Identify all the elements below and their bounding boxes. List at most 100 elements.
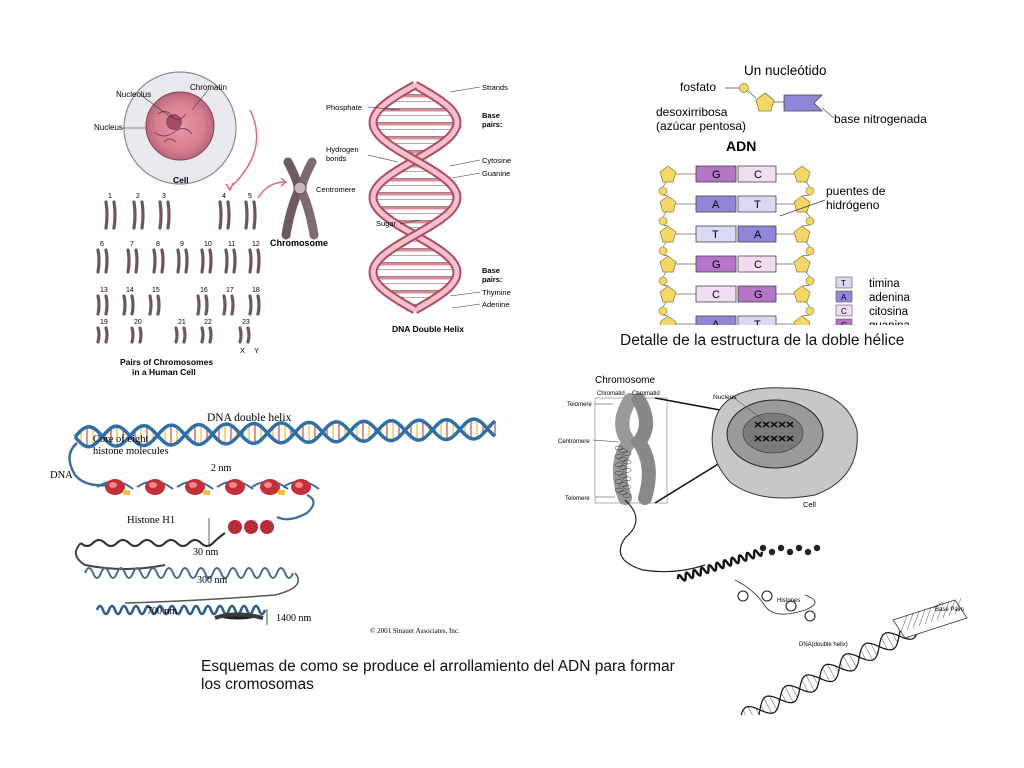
legend-letter: C (841, 307, 847, 316)
chromosome-pair (132, 200, 137, 230)
chromosome-pair (96, 248, 101, 274)
legend-letter: A (841, 293, 847, 302)
karyotype-title-1: Pairs of Chromosomes (120, 357, 213, 367)
helix-strand (719, 610, 942, 715)
chromosome-pair (208, 248, 213, 274)
base-left (695, 255, 737, 273)
phosphate-left (658, 306, 668, 316)
nucleotide-diagram: Un nucleótido fosfato desoxirribosa (azú… (656, 63, 927, 325)
solenoid-bead (768, 548, 776, 556)
helix-base-pair (801, 679, 809, 692)
chromosome-number: 17 (226, 287, 234, 294)
backbone-link (805, 181, 811, 188)
nucleosome-highlight (189, 482, 197, 488)
helix-base-pair (840, 662, 845, 670)
dna-double-helix-label: DNA Double Helix (392, 324, 464, 334)
coiled-fiber (676, 549, 763, 582)
histone-bead (761, 590, 773, 602)
chromosome-number: 9 (180, 241, 184, 248)
leader-line (932, 601, 944, 609)
core-label-1: Core of eight (93, 434, 148, 445)
fiber-link (124, 572, 299, 604)
two-nm-label: 2 nm (211, 463, 232, 474)
nucleus-chromosome (762, 421, 770, 428)
base-right (737, 195, 777, 213)
chromosome-pair (224, 248, 229, 274)
thymine-label: Thymine (482, 288, 511, 297)
dna-strand-highlight (370, 82, 460, 313)
base-letter-right: G (754, 289, 763, 301)
base-left (695, 165, 737, 183)
chromosome-pair (244, 200, 249, 230)
backbone-link (662, 271, 667, 278)
legend-label: adenina (869, 292, 911, 304)
helix-base-pair (784, 686, 794, 703)
chromosome-pair (130, 326, 135, 344)
base-nitrogenada-label: base nitrogenada (834, 112, 927, 126)
backbone-link (801, 284, 811, 287)
fiber-link (276, 494, 315, 521)
cell-drawing (123, 71, 237, 185)
karyotype-title-2: in a Human Cell (132, 367, 196, 377)
chromosome-pair (130, 294, 135, 316)
three-hundred-nm-fiber (84, 567, 294, 579)
sugar-pentagon-right (793, 195, 811, 213)
base-right (737, 165, 777, 183)
chromosome-number: 21 (178, 319, 186, 326)
chromosome-pair (252, 200, 257, 230)
histones-label: Histones (777, 598, 800, 604)
legend-label: timina (869, 278, 900, 290)
base-letter-left: C (712, 289, 720, 301)
chromosome-number: 22 (204, 319, 212, 326)
nucleus-chromosome (778, 421, 786, 428)
base-letter-right: C (754, 259, 762, 271)
dna-strand (68, 442, 108, 487)
backbone-link (662, 211, 667, 218)
chromosome-pair (230, 294, 235, 316)
helix-base-pair (881, 637, 888, 650)
backbone-link (801, 314, 811, 317)
genome-diagram: Nucleolus Chromatin Nucleus Cell Centrom… (94, 71, 511, 377)
leader-line (449, 159, 481, 167)
chromosome-pair (232, 248, 237, 274)
chromosome-structure-diagram: Chromosome Chromatid Chromatid Telomere … (558, 375, 968, 715)
sugar-pentagon-right (793, 285, 811, 303)
phosphate-left (658, 186, 668, 196)
adn-title: ADN (726, 138, 756, 154)
ribbon-base-pair (906, 613, 914, 631)
dna-label: DNA (50, 470, 73, 481)
nucleus-chromosome (786, 421, 794, 428)
base-left (695, 285, 737, 303)
chromosome-number: 11 (228, 241, 235, 248)
histone-h1 (123, 490, 130, 495)
ribbon-base-pair (930, 605, 938, 623)
helix-base-pair (827, 664, 836, 680)
chromosome-pair (166, 200, 171, 230)
nucleus-label: Nucleus (713, 394, 737, 401)
base-pairs-bottom-1: Base (482, 266, 500, 275)
base-left (695, 225, 737, 243)
guanine-label: Guanine (482, 169, 510, 178)
ribbon-base-pair (912, 611, 920, 629)
sugar-pentagon-right (793, 225, 811, 243)
nucleus-chromosome (770, 421, 778, 428)
backbone-link (805, 211, 811, 218)
phosphate-label: Phosphate (326, 103, 362, 112)
cell-label: Cell (803, 500, 816, 509)
base-right (737, 285, 777, 303)
hydrogen-bonds-label-1: Hydrogen (326, 145, 359, 154)
helix-base-pair (812, 675, 819, 686)
nucleus-chromosome (754, 435, 762, 442)
nucleosome-highlight (264, 482, 272, 488)
leader-line (451, 303, 481, 309)
sugar-pentagon-left (659, 285, 677, 303)
nucleosome-highlight (295, 482, 303, 488)
chromosome-number: 3 (162, 193, 166, 200)
base-letter-left: A (712, 199, 720, 211)
cell-label: Cell (173, 175, 189, 185)
thirty-nm-label: 30 nm (193, 547, 219, 558)
detail-caption: Detalle de la estructura de la doble hél… (620, 332, 905, 349)
base-pairs-top-2: pairs: (482, 120, 502, 129)
desoxirribosa-label-1: desoxirribosa (656, 105, 728, 119)
nucleus-chromosome (770, 435, 778, 442)
